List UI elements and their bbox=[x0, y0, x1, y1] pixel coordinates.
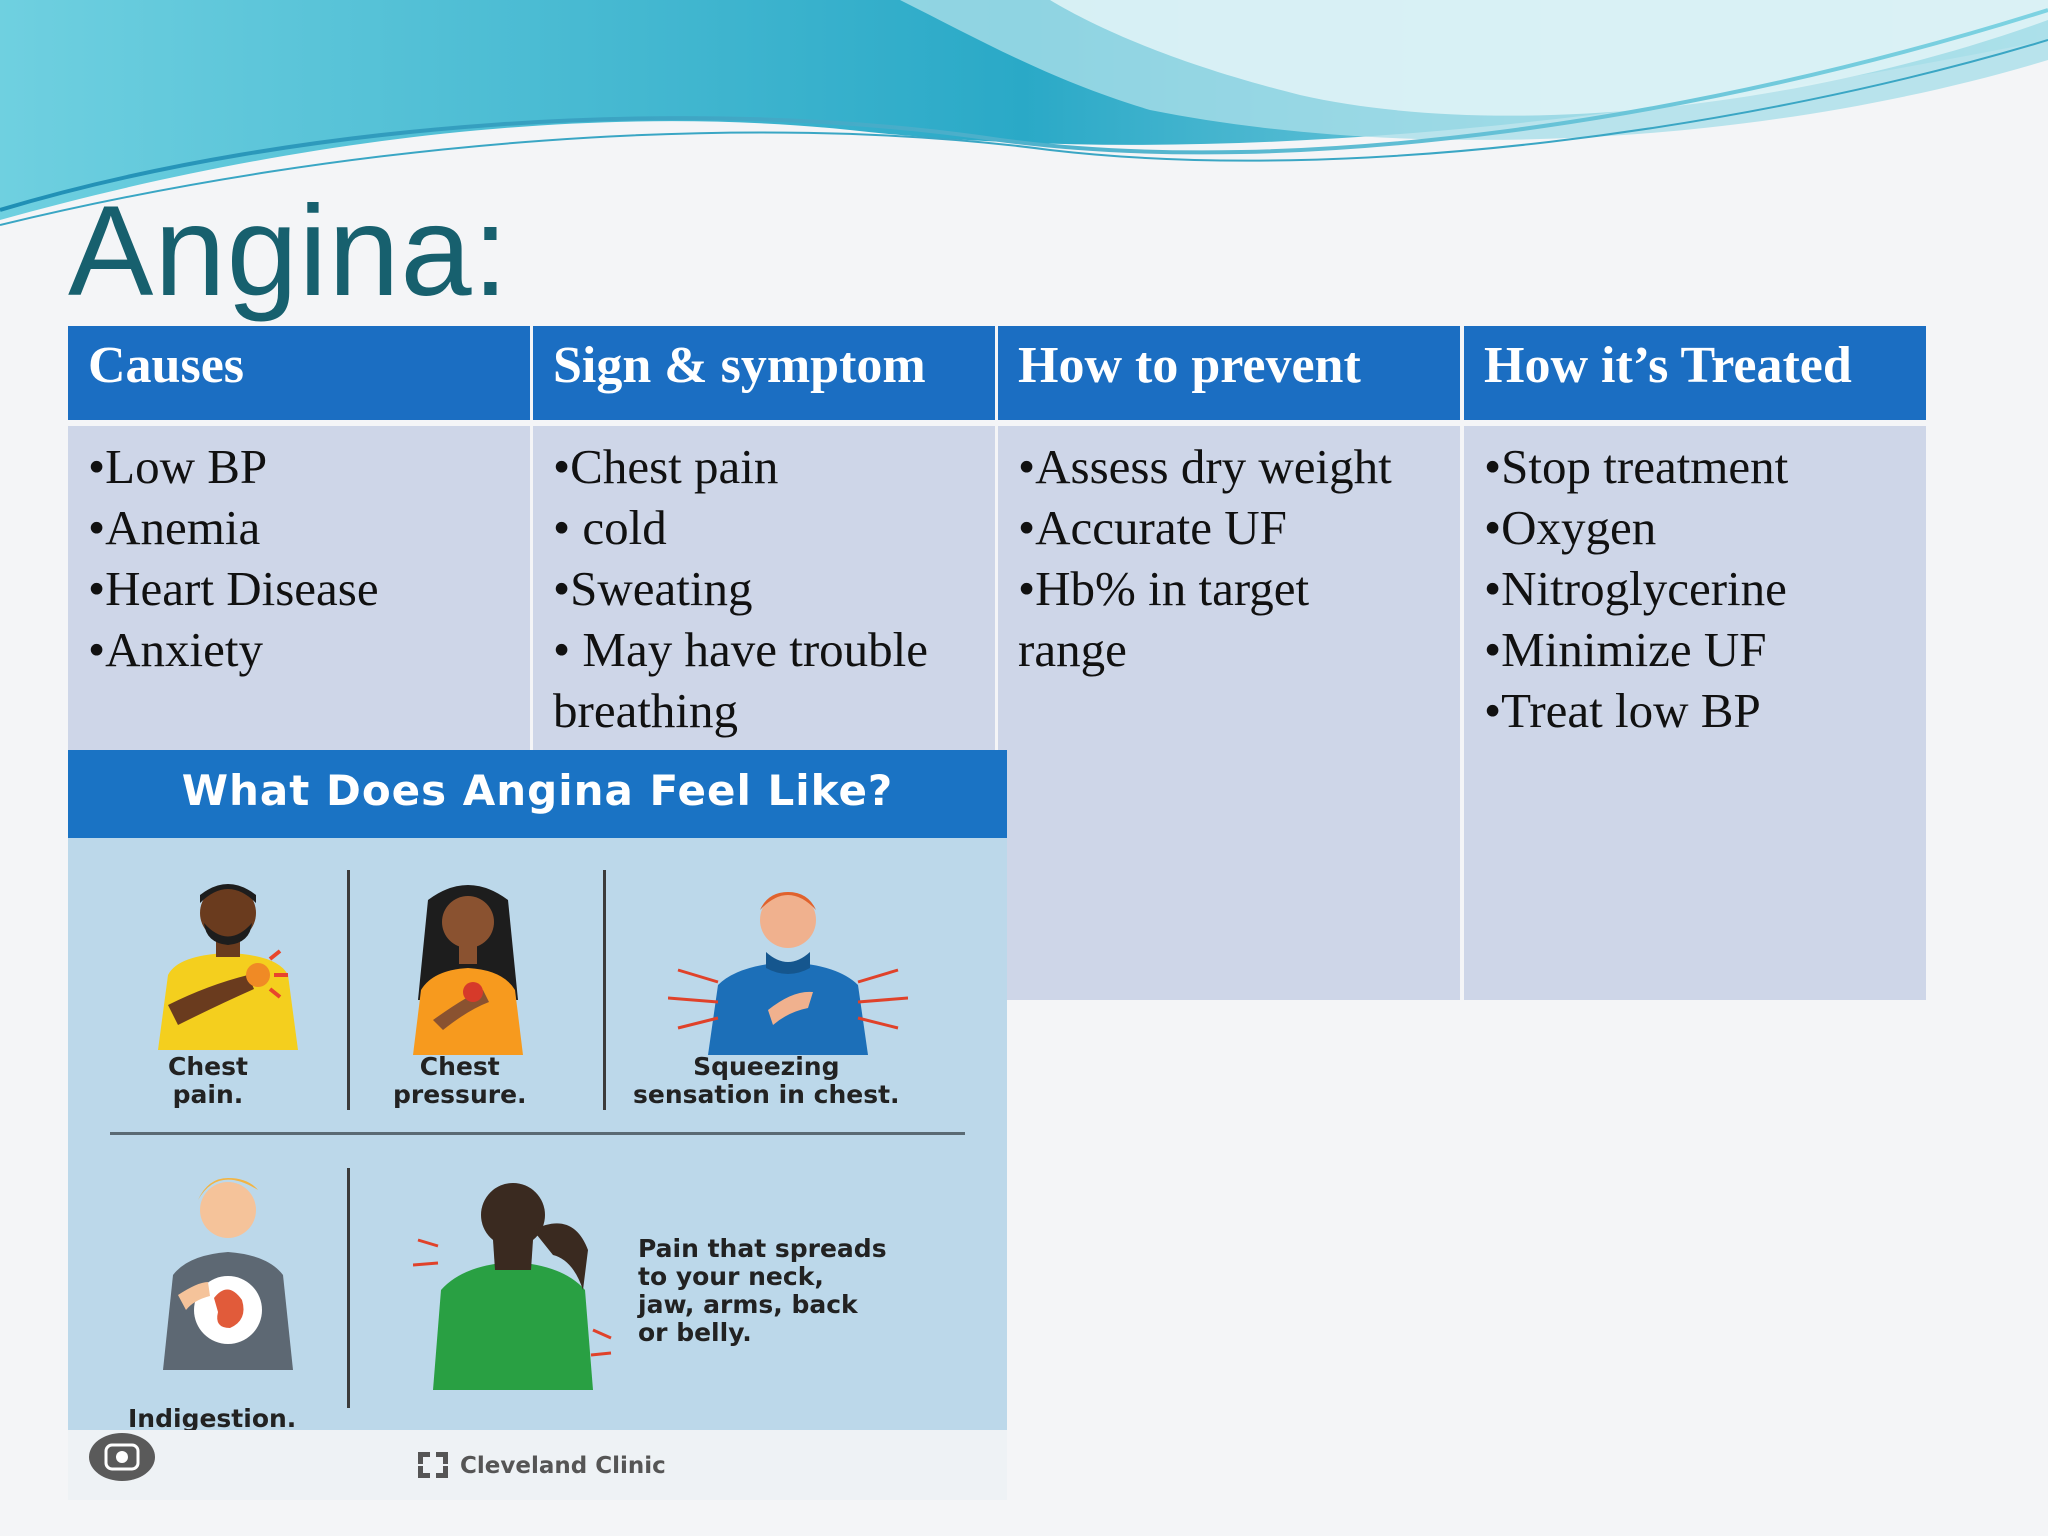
caption-chest-pressure: Chest pressure. bbox=[393, 1053, 527, 1109]
table-column-prevent: How to prevent •Assess dry weight •Accur… bbox=[998, 326, 1460, 1000]
chest-pressure-figure-icon bbox=[413, 885, 523, 1055]
caption-indigestion: Indigestion. bbox=[128, 1405, 296, 1433]
list-item: •Sweating bbox=[553, 561, 753, 616]
spreading-pain-figure-icon bbox=[413, 1183, 612, 1390]
caption-squeezing: Squeezing sensation in chest. bbox=[633, 1053, 900, 1109]
list-item: •Accurate UF bbox=[1018, 500, 1287, 555]
list-item: •Anxiety bbox=[88, 622, 264, 677]
squeezing-figure-icon bbox=[668, 892, 908, 1055]
table-column-treated: How it’s Treated •Stop treatment •Oxygen… bbox=[1464, 326, 1926, 1000]
list-item: •Minimize UF bbox=[1484, 622, 1767, 677]
list-item: •Oxygen bbox=[1484, 500, 1657, 555]
table-header-treated: How it’s Treated bbox=[1464, 326, 1926, 420]
lens-icon[interactable] bbox=[88, 1432, 156, 1482]
list-item: •Anemia bbox=[88, 500, 261, 555]
caption-line: Pain that spreads bbox=[638, 1234, 887, 1263]
caption-line: sensation in chest. bbox=[633, 1080, 900, 1109]
list-item: •Heart Disease bbox=[88, 561, 379, 616]
list-item: •Assess dry weight bbox=[1018, 439, 1392, 494]
list-item: •Hb% in target bbox=[1018, 561, 1310, 616]
caption-line: jaw, arms, back bbox=[638, 1290, 858, 1319]
decorative-waves bbox=[0, 0, 2048, 226]
divider bbox=[347, 1168, 350, 1408]
caption-line: to your neck, bbox=[638, 1262, 824, 1291]
caption-line: or belly. bbox=[638, 1318, 752, 1347]
caption-line: Chest bbox=[419, 1052, 500, 1081]
list-item: • cold bbox=[553, 500, 667, 555]
slide-title: Angina: bbox=[68, 180, 510, 323]
table-header-causes: Causes bbox=[68, 326, 530, 420]
chest-pain-figure-icon bbox=[158, 884, 298, 1050]
list-item: • May have trouble bbox=[553, 622, 929, 677]
list-item: •Stop treatment bbox=[1484, 439, 1789, 494]
table-cell-signs: •Chest pain • cold •Sweating • May have … bbox=[533, 426, 995, 1000]
caption-line: pressure. bbox=[393, 1080, 527, 1109]
list-item: range bbox=[1018, 622, 1127, 677]
caption-chest-pain: Chest pain. bbox=[168, 1053, 248, 1109]
list-item: •Nitroglycerine bbox=[1484, 561, 1787, 616]
caption-spreads: Pain that spreads to your neck, jaw, arm… bbox=[638, 1235, 887, 1347]
credit-text: Cleveland Clinic bbox=[460, 1453, 666, 1479]
table-header-prevent: How to prevent bbox=[998, 326, 1460, 420]
infographic-heading: What Does Angina Feel Like? bbox=[68, 750, 1007, 838]
cleveland-clinic-logo-icon bbox=[418, 1452, 448, 1478]
list-item: breathing bbox=[553, 683, 739, 738]
divider bbox=[347, 870, 350, 1110]
infographic-footer: Cleveland Clinic bbox=[68, 1430, 1007, 1500]
list-item: •Low BP bbox=[88, 439, 268, 494]
caption-line: Chest bbox=[168, 1052, 248, 1081]
caption-line: Indigestion. bbox=[128, 1404, 297, 1433]
angina-table: Causes •Low BP •Anemia •Heart Disease •A… bbox=[68, 326, 1928, 1000]
table-cell-treated: •Stop treatment •Oxygen •Nitroglycerine … bbox=[1464, 426, 1926, 1000]
caption-line: Squeezing bbox=[693, 1052, 840, 1081]
caption-line: pain. bbox=[172, 1080, 244, 1109]
table-column-signs: Sign & symptom •Chest pain • cold •Sweat… bbox=[533, 326, 995, 1000]
indigestion-figure-icon bbox=[163, 1178, 293, 1370]
divider bbox=[110, 1132, 965, 1135]
list-item: •Chest pain bbox=[553, 439, 779, 494]
table-header-signs: Sign & symptom bbox=[533, 326, 995, 420]
divider bbox=[603, 870, 606, 1110]
table-cell-prevent: •Assess dry weight •Accurate UF •Hb% in … bbox=[998, 426, 1460, 1000]
angina-infographic: What Does Angina Feel Like? Chest pain. … bbox=[68, 750, 1007, 1500]
list-item: •Treat low BP bbox=[1484, 683, 1761, 738]
